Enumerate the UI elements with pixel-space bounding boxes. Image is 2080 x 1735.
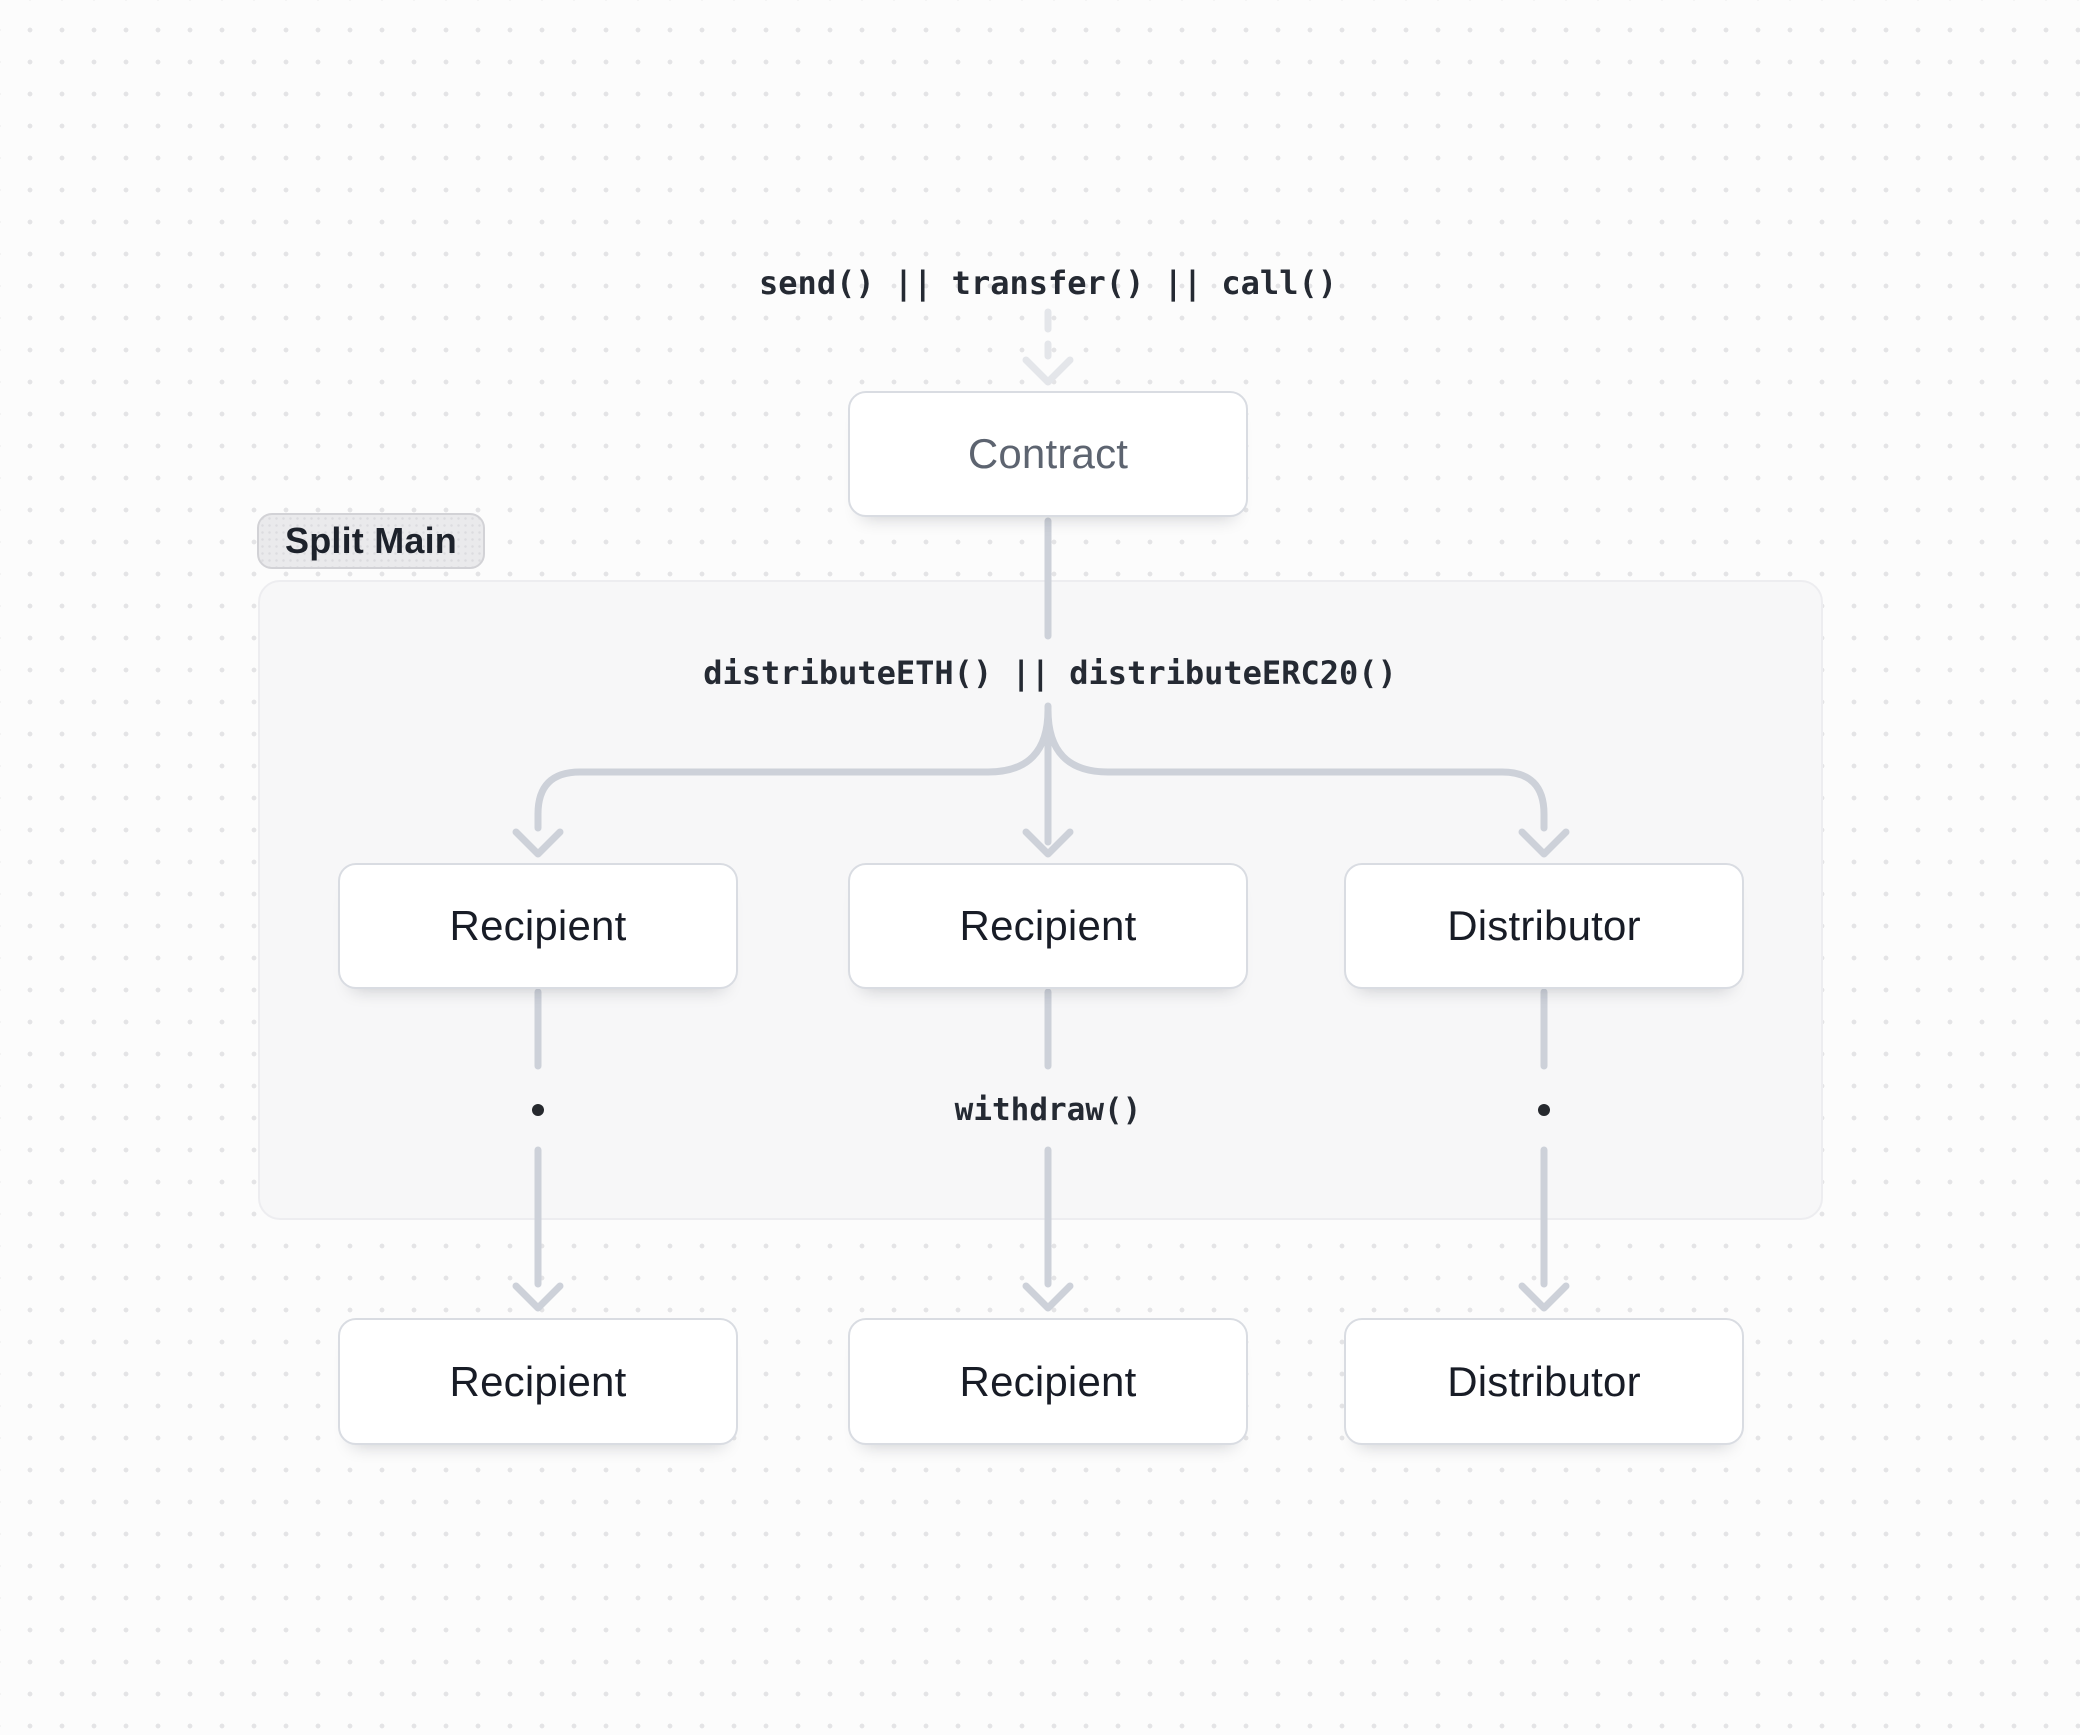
- arrowhead-icon: [512, 1282, 564, 1312]
- distributor-node: Distributor: [1344, 1318, 1744, 1445]
- recipient-node: Recipient: [338, 863, 738, 989]
- split-main-badge-label: Split Main: [285, 520, 457, 561]
- distributor-node-label: Distributor: [1447, 1357, 1641, 1405]
- recipient-node: Recipient: [338, 1318, 738, 1445]
- recipient-node-label: Recipient: [959, 1357, 1137, 1405]
- split-main-badge: Split Main: [257, 513, 485, 569]
- recipient-node: Recipient: [848, 1318, 1248, 1445]
- contract-node-label: Contract: [967, 430, 1129, 477]
- arrowhead-icon: [1518, 1282, 1570, 1312]
- arrowhead-icon: [1022, 1282, 1074, 1312]
- distribute-call-label: distributeETH() || distributeERC20(): [703, 654, 1397, 692]
- distributor-node-label: Distributor: [1447, 902, 1641, 949]
- recipient-node-label: Recipient: [959, 902, 1137, 949]
- send-transfer-call-label: send() || transfer() || call(): [759, 264, 1337, 302]
- recipient-node: Recipient: [848, 863, 1248, 989]
- recipient-node-label: Recipient: [449, 902, 627, 949]
- withdraw-call-label: withdraw(): [954, 1092, 1142, 1128]
- recipient-node-label: Recipient: [449, 1357, 627, 1405]
- contract-node: Contract: [848, 391, 1248, 517]
- arrowhead-icon: [1022, 356, 1074, 386]
- distributor-node: Distributor: [1344, 863, 1744, 989]
